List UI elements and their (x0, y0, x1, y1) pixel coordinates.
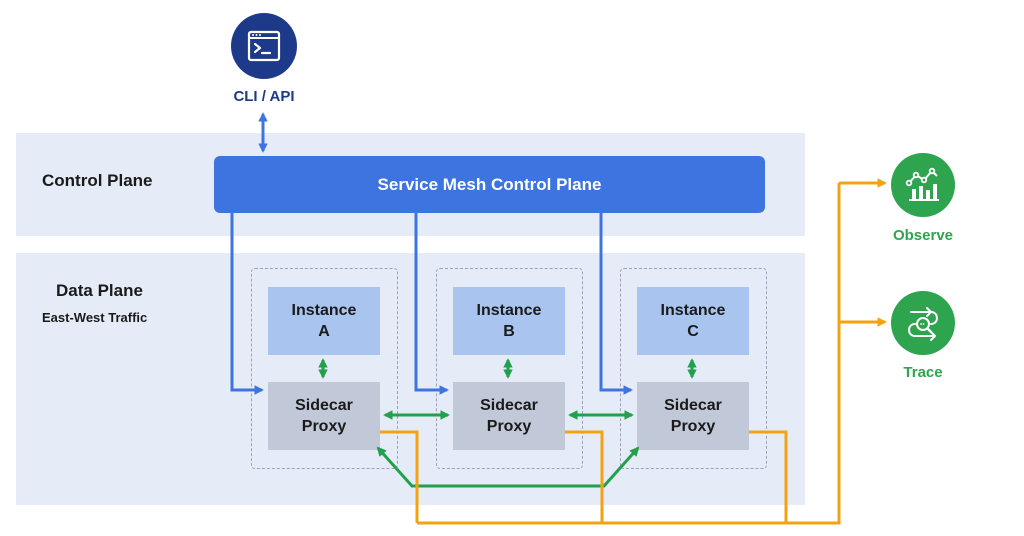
terminal-window-icon (247, 30, 281, 62)
cli-api-icon[interactable] (231, 13, 297, 79)
sidecar-a-line1: Sidecar (295, 397, 353, 414)
analytics-chart-icon (905, 167, 939, 201)
sidecar-b-line2: Proxy (486, 418, 532, 435)
sidecar-c-line1: Sidecar (664, 397, 722, 414)
observe-icon-circle[interactable] (891, 153, 955, 217)
data-plane-title: Data Plane (56, 281, 143, 300)
data-plane-subtitle: East-West Traffic (42, 310, 148, 325)
control-plane-bar-label: Service Mesh Control Plane (377, 174, 602, 194)
instance-c-label: Instance (660, 302, 726, 319)
sidecar-b-line1: Sidecar (480, 397, 538, 414)
instance-b-label: Instance (476, 302, 542, 319)
instance-c-letter: C (687, 323, 699, 340)
instance-a-label: Instance (291, 302, 357, 319)
cli-api-label: CLI / API (233, 88, 295, 105)
sidecar-c-line2: Proxy (670, 418, 716, 435)
control-plane-title: Control Plane (42, 171, 153, 190)
service-mesh-control-plane[interactable]: Service Mesh Control Plane (214, 156, 765, 213)
trace-label: Trace (903, 364, 943, 381)
instance-a-letter: A (318, 323, 330, 340)
sidecar-a-line2: Proxy (301, 418, 347, 435)
observe-label: Observe (892, 227, 954, 244)
instance-b-letter: B (503, 323, 515, 340)
trace-icon-circle[interactable] (891, 291, 955, 355)
trace-search-icon (908, 307, 938, 341)
